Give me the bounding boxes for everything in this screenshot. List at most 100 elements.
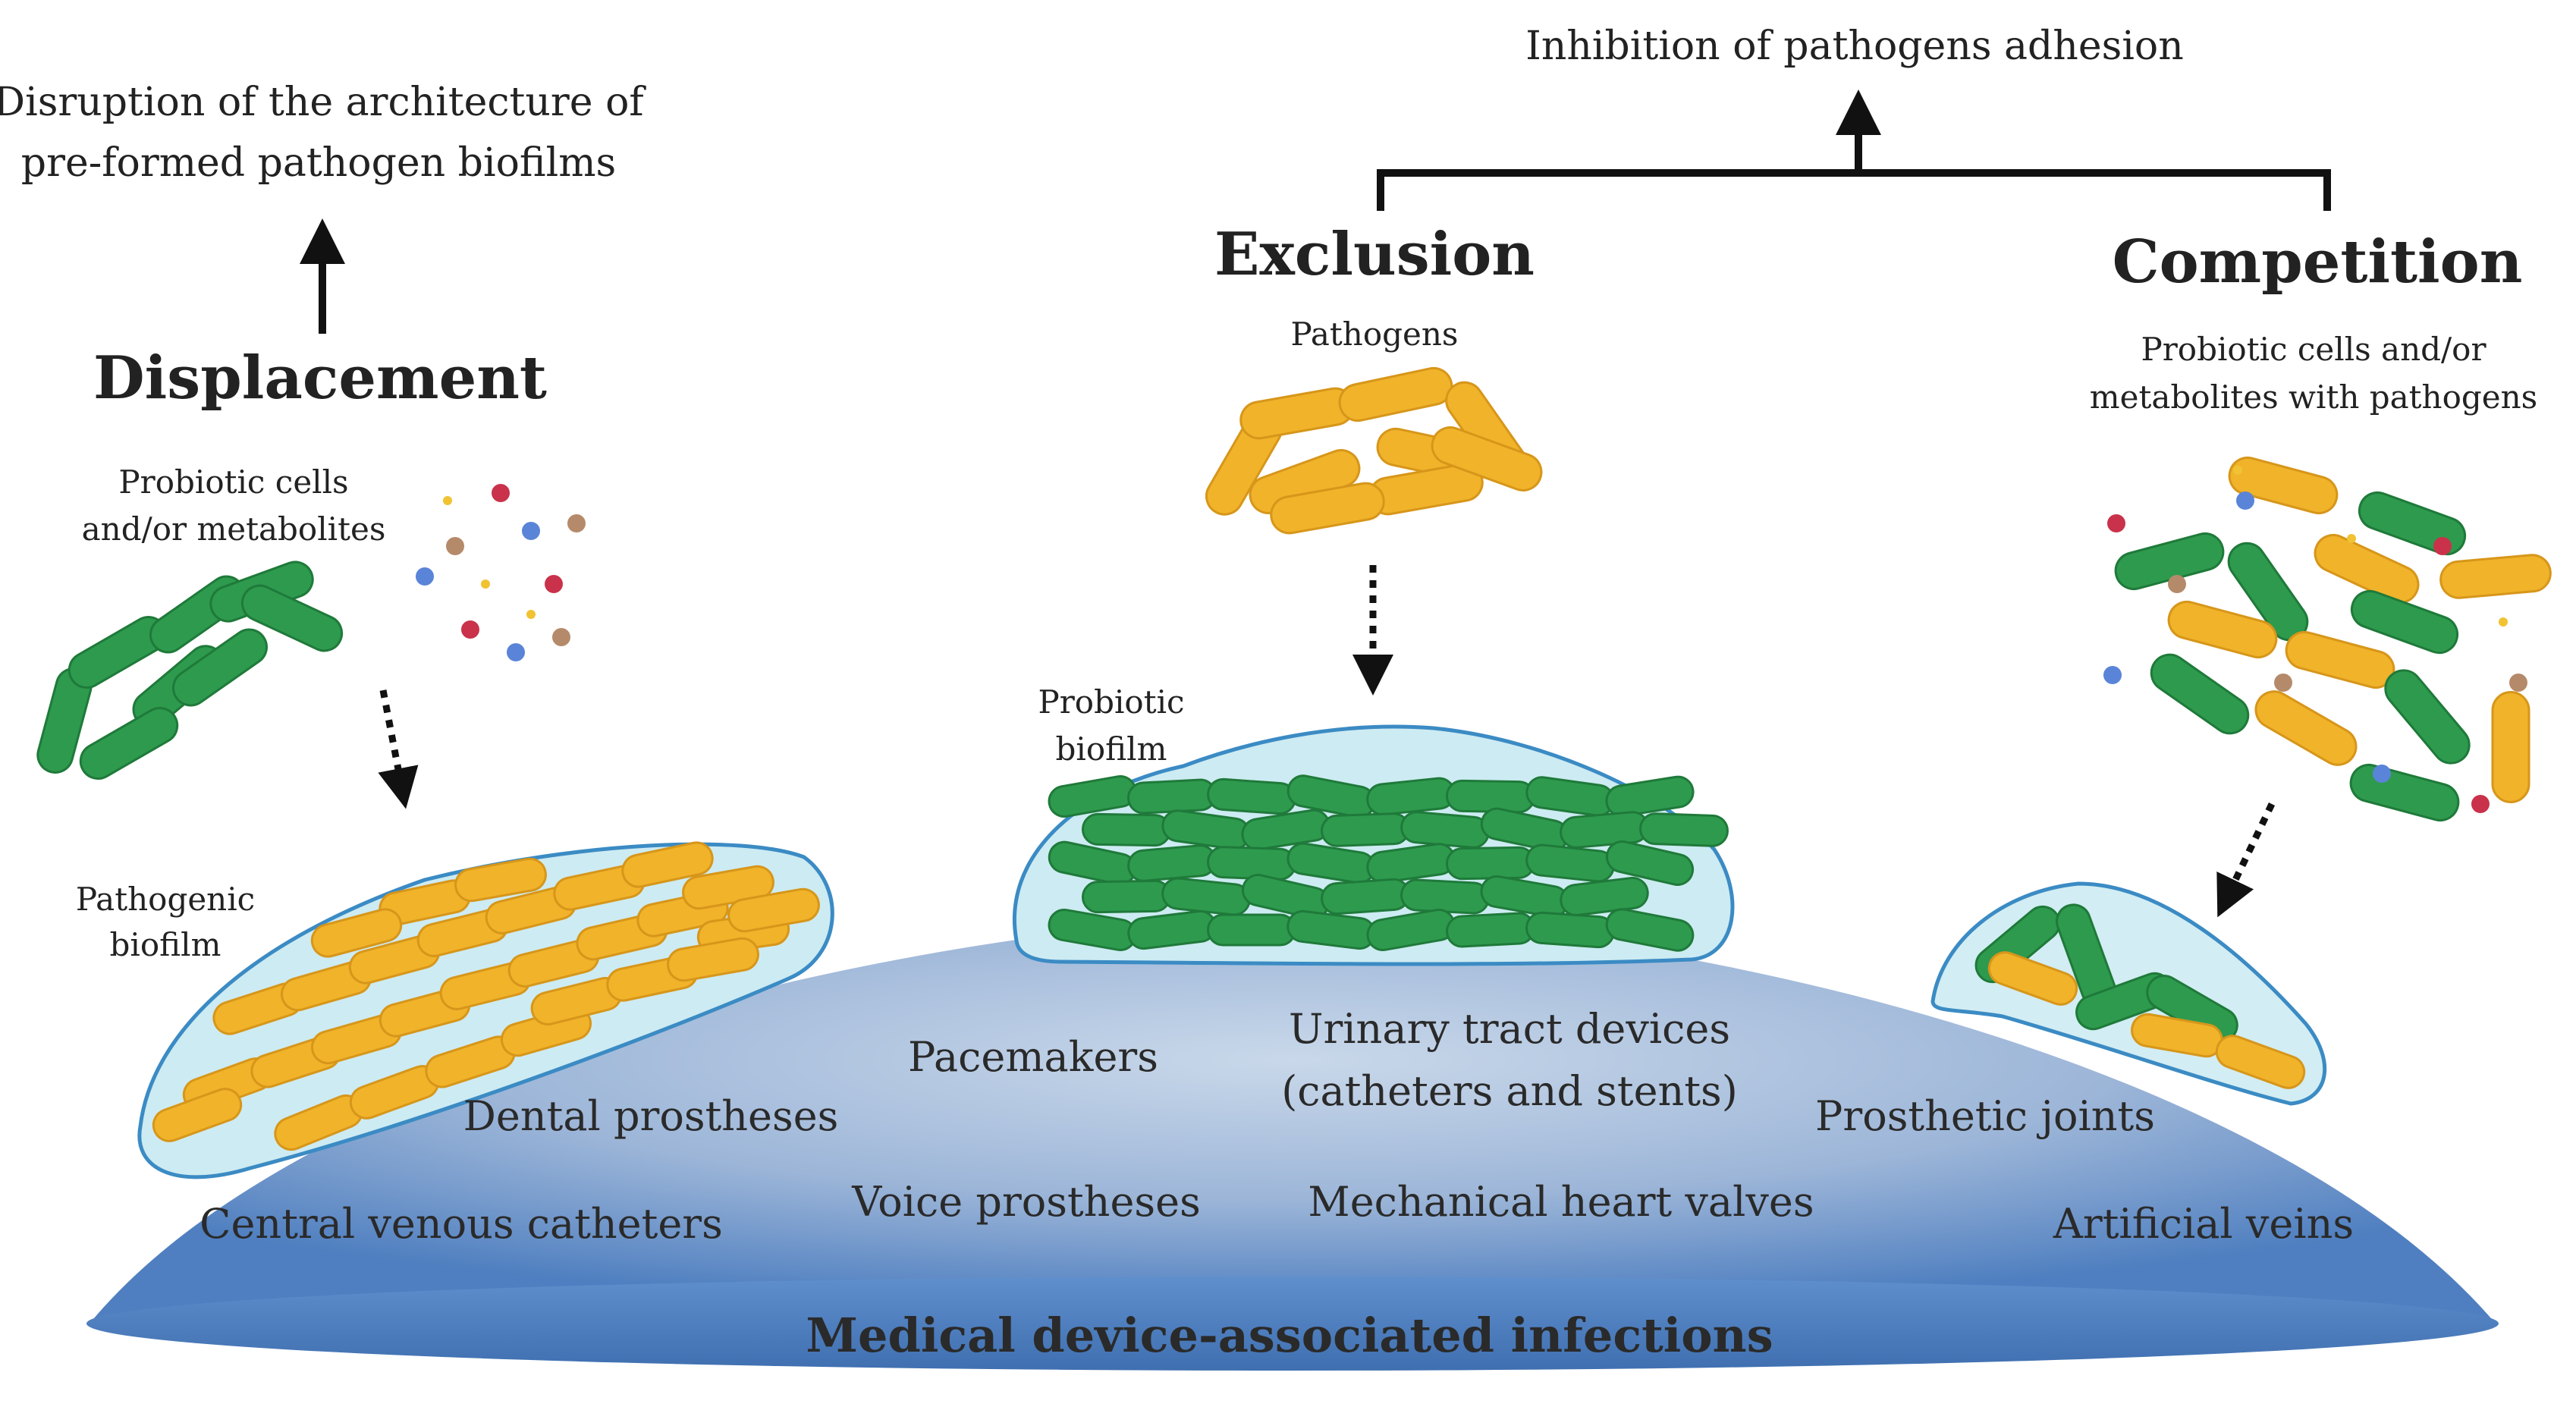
displacement-agent-line1: Probiotic cells <box>118 463 348 501</box>
pathogen-rod <box>2228 456 2339 515</box>
metabolite-dot <box>446 537 464 555</box>
device-pacemakers: Pacemakers <box>908 1033 1158 1081</box>
device-central-venous: Central venous catheters <box>199 1200 723 1248</box>
probiotic-rod <box>240 584 344 652</box>
pathogen-rod <box>2314 534 2420 604</box>
competition-dotted-arrow <box>2216 802 2276 918</box>
metabolite-dot <box>443 496 452 505</box>
competition-mixed-cells <box>2114 456 2552 822</box>
displacement-effect-line2: pre-formed pathogen biofilms <box>21 140 616 186</box>
probiotic-rod <box>1321 878 1410 915</box>
exclusion-pathogen-cells <box>1205 366 1543 535</box>
pathogen-rod <box>2215 1035 2306 1089</box>
pathogen-rod <box>152 1088 243 1142</box>
metabolite-dot <box>2274 674 2292 692</box>
metabolite-dot <box>545 575 563 593</box>
metabolite-dot <box>507 643 525 661</box>
pathogen-rod <box>1239 387 1355 440</box>
metabolite-dot <box>2107 514 2125 532</box>
device-heart-valves: Mechanical heart valves <box>1308 1178 1814 1226</box>
pathogenic-biofilm <box>137 841 834 1179</box>
competition-agent-line1: Probiotic cells and/or <box>2141 331 2486 368</box>
displacement-dotted-arrow <box>378 689 419 809</box>
probiotic-rod <box>1127 844 1217 882</box>
probiotic-rod <box>1127 778 1217 815</box>
probiotic-rod <box>2349 763 2460 822</box>
probiotic-rod <box>1605 775 1695 818</box>
pathogen-rod <box>1270 482 1385 535</box>
probiotic-rod <box>1400 811 1490 849</box>
probiotic-rod <box>1605 840 1695 886</box>
metabolite-dot <box>2103 666 2122 684</box>
pathogen-rod <box>310 908 403 958</box>
probiotic-rod <box>1082 879 1171 914</box>
pathogen-rod <box>1431 426 1543 492</box>
metabolite-dot <box>2168 575 2186 593</box>
pathogenic-biofilm-label-line1: Pathogenic <box>76 881 255 918</box>
displacement-probiotic-cells <box>36 561 344 780</box>
probiotic-rod <box>1560 876 1649 917</box>
exclusion-title: Exclusion <box>1214 220 1535 289</box>
device-dental: Dental prostheses <box>463 1092 839 1140</box>
probiotic-rod <box>2350 589 2459 655</box>
probiotic-rod <box>1639 812 1729 847</box>
metabolite-dot <box>2347 534 2356 543</box>
pathogen-rod <box>2285 630 2395 689</box>
probiotic-rod <box>1446 779 1535 814</box>
competition-agent-line2: metabolites with pathogens <box>2090 378 2537 416</box>
shared-effect: Inhibition of pathogens adhesion <box>1525 24 2183 69</box>
probiotic-rod <box>1207 846 1296 881</box>
probiotic-rod <box>171 628 269 707</box>
arrows <box>300 90 2331 918</box>
probiotic-rod <box>1446 912 1535 948</box>
device-voice: Voice prostheses <box>851 1178 1201 1226</box>
pathogen-rod <box>1338 366 1453 422</box>
metabolite-dot <box>522 522 540 540</box>
probiotic-biofilm-label-line1: Probiotic <box>1038 683 1184 721</box>
device-prosthetic-joints: Prosthetic joints <box>1815 1092 2155 1140</box>
pathogen-rod <box>2439 554 2552 599</box>
metabolite-dot <box>2236 492 2254 510</box>
pathogen-rod <box>667 937 759 982</box>
pathogen-rod <box>727 887 820 933</box>
pathogenic-biofilm-label-line2: biofilm <box>110 926 221 963</box>
metabolite-dot <box>526 610 536 619</box>
pathogen-rod <box>2491 691 2530 803</box>
metabolite-dot <box>461 620 479 639</box>
probiotic-rod <box>1321 812 1410 847</box>
pathogen-rod <box>1987 951 2078 1006</box>
footer-title: Medical device-associated infections <box>806 1308 1773 1363</box>
competition-title: Competition <box>2113 228 2523 297</box>
displacement-effect-line1: Disruption of the architecture of <box>0 80 646 125</box>
metabolite-dot <box>2233 466 2242 475</box>
labels: Disruption of the architecture of pre-fo… <box>0 24 2537 1363</box>
pathogen-rod <box>2167 600 2278 659</box>
probiotic-biofilm <box>1013 724 1735 966</box>
probiotic-rod <box>1207 913 1296 947</box>
device-urinary-line1: Urinary tract devices <box>1289 1005 1730 1053</box>
metabolite-dot <box>2509 674 2527 692</box>
device-dome-base <box>86 1277 2499 1371</box>
probiotic-rod <box>1207 777 1296 815</box>
metabolite-dot <box>492 484 510 502</box>
probiotic-rod <box>1400 878 1490 915</box>
exclusion-agent: Pathogens <box>1291 316 1459 353</box>
probiotic-rod <box>2358 491 2467 556</box>
probiotic-rod <box>1446 846 1535 881</box>
probiotic-rod <box>1525 911 1615 949</box>
metabolites <box>416 466 2527 813</box>
probiotic-rod <box>79 707 179 780</box>
pathogen-rod <box>454 857 547 903</box>
competition-biofilm <box>1930 881 2327 1106</box>
bracket <box>1377 169 2331 211</box>
displacement-title: Displacement <box>93 344 547 413</box>
metabolite-dot <box>2433 537 2452 555</box>
probiotic-rod <box>1082 812 1171 847</box>
device-urinary-line2: (catheters and stents) <box>1281 1067 1738 1115</box>
metabolite-dot <box>2373 765 2391 783</box>
metabolite-dot <box>2499 617 2508 627</box>
device-artificial-veins: Artificial veins <box>2053 1200 2354 1248</box>
metabolite-dot <box>416 567 434 586</box>
probiotic-rod <box>2384 669 2471 765</box>
